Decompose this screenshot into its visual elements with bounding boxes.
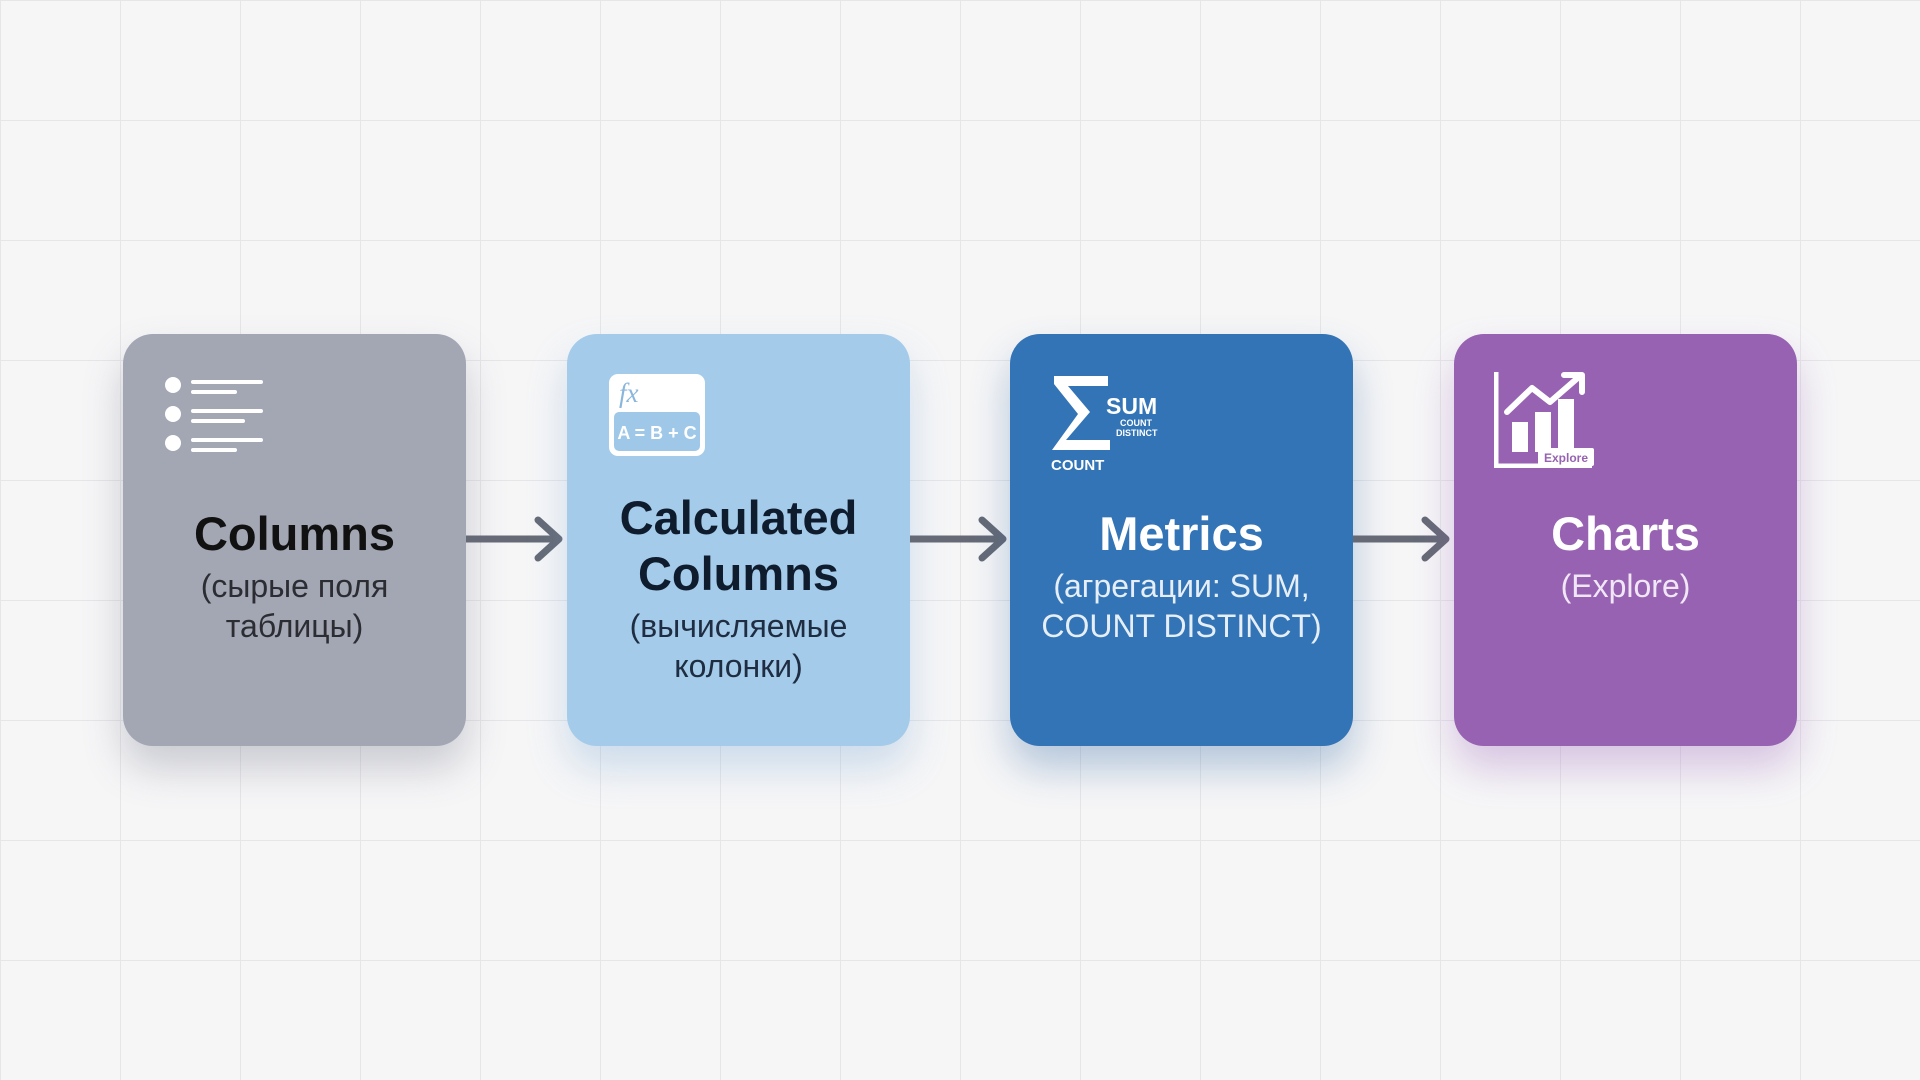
calculated-columns-title-line2: Columns — [637, 547, 840, 600]
sigma-icon-count: COUNT — [1051, 457, 1104, 472]
sigma-icon-distinct-small: DISTINCT — [1116, 428, 1158, 438]
formula-icon: fx A = B + C — [609, 374, 705, 456]
calculated-columns-card: fx A = B + C Calculated Columns (вычисля… — [567, 334, 910, 746]
calculated-columns-subtitle-line1: (вычисляемые — [629, 608, 848, 644]
charts-title: Charts — [1551, 507, 1700, 560]
columns-card-text: Columns (сырые поля таблицы) — [123, 506, 466, 646]
arrow-right-icon — [466, 516, 563, 562]
chart-icon-explore: Explore — [1544, 451, 1588, 465]
charts-subtitle: (Explore) — [1560, 568, 1691, 604]
sigma-icon-sum: SUM — [1106, 393, 1157, 419]
charts-card-text: Charts (Explore) — [1454, 506, 1797, 606]
columns-card: Columns (сырые поля таблицы) — [123, 334, 466, 746]
metrics-card: SUM COUNT DISTINCT COUNT Metrics (агрега… — [1010, 334, 1353, 746]
sigma-icon: SUM COUNT DISTINCT COUNT — [1051, 376, 1158, 472]
list-icon — [165, 377, 263, 452]
sigma-icon-count-small: COUNT — [1120, 418, 1152, 428]
metrics-subtitle-line2: COUNT DISTINCT) — [1041, 608, 1322, 644]
arrow-right-icon — [910, 516, 1007, 562]
columns-title: Columns — [193, 507, 396, 560]
charts-card: Explore Charts (Explore) — [1454, 334, 1797, 746]
columns-subtitle-line1: (сырые поля — [200, 568, 389, 604]
chart-icon: Explore — [1494, 372, 1594, 468]
metrics-subtitle-line1: (агрегации: SUM, — [1053, 568, 1310, 604]
formula-icon-text: A = B + C — [617, 423, 696, 443]
arrow-right-icon — [1353, 516, 1450, 562]
calculated-columns-card-text: Calculated Columns (вычисляемые колонки) — [567, 490, 910, 686]
metrics-card-text: Metrics (агрегации: SUM, COUNT DISTINCT) — [1010, 506, 1353, 646]
columns-subtitle-line2: таблицы) — [225, 608, 364, 644]
calculated-columns-subtitle-line2: колонки) — [674, 648, 803, 684]
formula-icon-fx: fx — [619, 378, 639, 408]
metrics-title: Metrics — [1099, 507, 1264, 560]
calculated-columns-title-line1: Calculated — [619, 491, 858, 544]
